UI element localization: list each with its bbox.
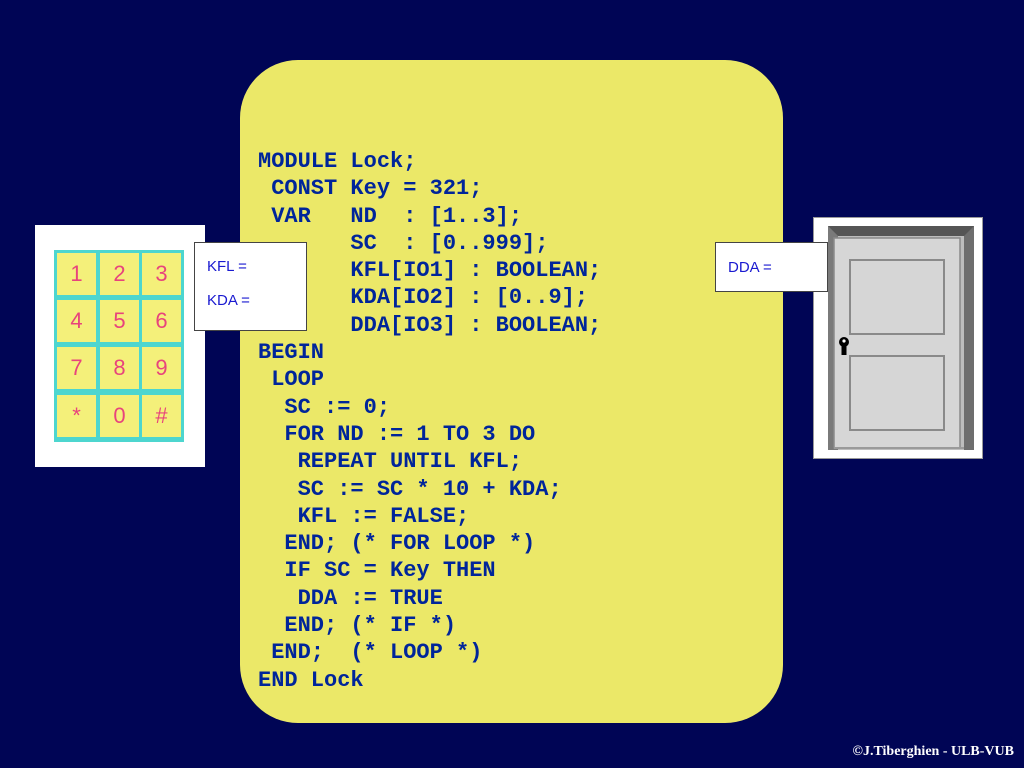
keyhole-icon	[839, 337, 849, 355]
code-line: IF SC = Key THEN	[258, 558, 496, 584]
key-4[interactable]: 4	[57, 300, 96, 342]
code-line: KFL[IO1] : BOOLEAN;	[258, 258, 602, 284]
door-frame	[813, 217, 983, 459]
code-line: SC : [0..999];	[258, 230, 549, 256]
key-5[interactable]: 5	[100, 300, 139, 342]
key-7[interactable]: 7	[57, 347, 96, 389]
code-panel	[240, 60, 783, 723]
key-6[interactable]: 6	[142, 300, 181, 342]
code-line: MODULE Lock;	[258, 149, 417, 174]
door-signal-box: DDA =	[715, 242, 828, 292]
keypad: 1 2 3 4 5 6 7 8 9 * 0 #	[54, 250, 184, 442]
key-star[interactable]: *	[57, 395, 96, 437]
code-line: FOR ND := 1 TO 3 DO	[258, 421, 536, 447]
key-0[interactable]: 0	[100, 395, 139, 437]
key-2[interactable]: 2	[100, 253, 139, 295]
code-line: KDA[IO2] : [0..9];	[258, 285, 589, 311]
code-line: END; (* FOR LOOP *)	[258, 531, 536, 557]
keypad-signal-box: KFL = KDA =	[194, 242, 307, 331]
code-line: VAR ND : [1..3];	[258, 203, 523, 229]
key-9[interactable]: 9	[142, 347, 181, 389]
key-8[interactable]: 8	[100, 347, 139, 389]
dda-label: DDA =	[728, 259, 772, 276]
key-hash[interactable]: #	[142, 395, 181, 437]
kfl-label: KFL =	[207, 258, 247, 275]
code-line: CONST Key = 321;	[258, 176, 483, 202]
code-line: END; (* IF *)	[258, 613, 457, 639]
code-line: SC := SC * 10 + KDA;	[258, 476, 562, 502]
kda-label: KDA =	[207, 292, 250, 309]
code-line: DDA[IO3] : BOOLEAN;	[258, 312, 602, 338]
door-icon	[828, 226, 974, 450]
code-line: END Lock	[258, 667, 364, 693]
code-line: DDA := TRUE	[258, 585, 443, 611]
copyright-footer: ©J.Tiberghien - ULB-VUB	[852, 744, 1015, 759]
code-line: KFL := FALSE;	[258, 503, 470, 529]
code-line: BEGIN	[258, 340, 325, 366]
code-line: REPEAT UNTIL KFL;	[258, 449, 523, 475]
code-listing: MODULE Lock; CONST Key = 321; VAR ND : […	[258, 148, 601, 694]
key-3[interactable]: 3	[142, 253, 181, 295]
code-line: SC := 0;	[258, 394, 391, 420]
code-line: END; (* LOOP *)	[258, 640, 483, 666]
code-line: LOOP	[258, 367, 325, 393]
key-1[interactable]: 1	[57, 253, 96, 295]
